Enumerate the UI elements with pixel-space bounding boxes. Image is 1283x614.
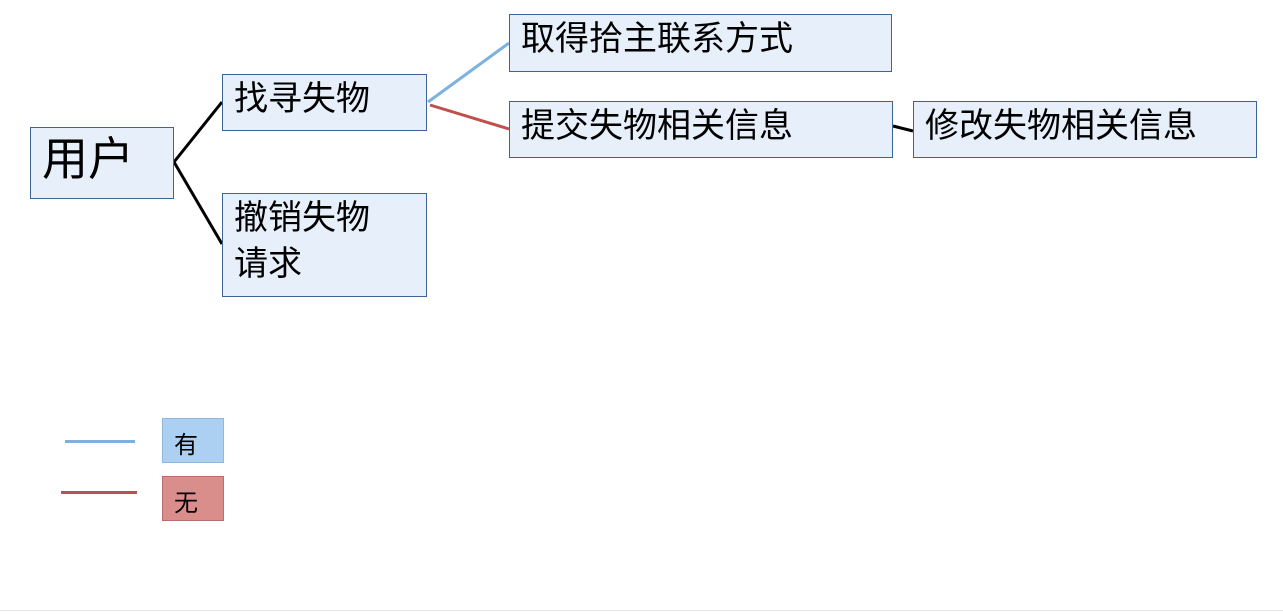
legend-line-has — [65, 440, 135, 443]
node-submit-lost-item-info-label: 提交失物相关信息 — [521, 106, 793, 146]
node-cancel-label-line-2: 请求 — [234, 243, 302, 284]
legend-label-none: 无 — [174, 489, 198, 517]
node-get-finder-contact-label: 取得拾主联系方式 — [521, 19, 793, 59]
edge-find-to-submit-none — [429, 103, 510, 131]
node-cancel-label-line-1: 撤销失物 — [234, 198, 370, 238]
node-get-finder-contact: 取得拾主联系方式 — [509, 14, 892, 72]
bottom-divider — [0, 610, 1283, 611]
legend-line-none — [61, 491, 137, 494]
edge-user-to-find — [172, 101, 224, 163]
node-modify-lost-item-info: 修改失物相关信息 — [913, 101, 1257, 158]
edge-find-to-contact-has — [427, 41, 510, 104]
node-user-label: 用户 — [42, 132, 134, 186]
node-find-lost-item-label: 找寻失物 — [234, 79, 370, 119]
edge-user-to-cancel — [172, 161, 224, 245]
legend-box-has: 有 — [162, 418, 224, 463]
node-modify-lost-item-info-label: 修改失物相关信息 — [925, 106, 1197, 146]
node-user: 用户 — [30, 127, 174, 199]
legend-label-has: 有 — [174, 431, 198, 459]
edge-submit-to-modify — [892, 124, 914, 133]
node-find-lost-item: 找寻失物 — [222, 74, 427, 131]
node-cancel-lost-item-request: 撤销失物 请求 — [222, 193, 427, 297]
legend-box-none: 无 — [162, 476, 224, 521]
node-submit-lost-item-info: 提交失物相关信息 — [509, 101, 893, 158]
